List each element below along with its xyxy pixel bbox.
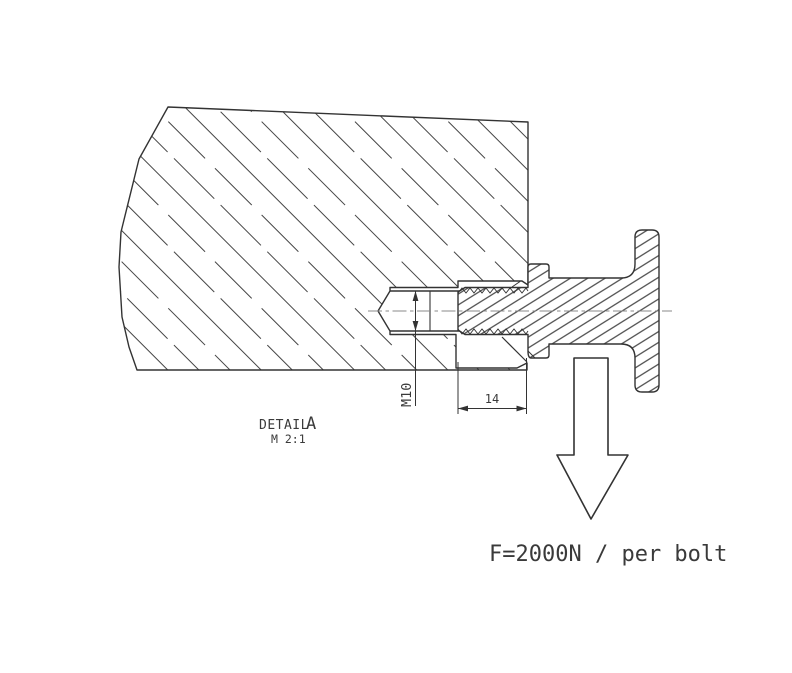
m10-dimension: M10: [399, 291, 419, 407]
dimension-14-label: 14: [485, 392, 499, 406]
collar-chamfer: [527, 350, 536, 359]
detail-letter: A: [306, 414, 316, 434]
m10-arrow-down-icon: [412, 321, 419, 331]
thread-profile-bottom: [457, 328, 529, 335]
detail-label: DETAIL: [259, 418, 309, 433]
thread-profile-top: [457, 287, 529, 294]
detail-scale-label: M 2:1: [271, 432, 306, 446]
detail-title: DETAIL A M 2:1: [259, 414, 316, 446]
slot-top-chamfer: [511, 281, 521, 288]
force-annotation: F=2000N / per bolt: [489, 357, 727, 567]
dim14-arrow-left-icon: [458, 405, 468, 412]
m10-arrow-up-icon: [412, 291, 419, 301]
force-arrow-icon: [556, 357, 629, 520]
block-outline: [118, 106, 529, 371]
force-label: F=2000N / per bolt: [489, 542, 727, 567]
dim14-arrow-right-icon: [516, 405, 527, 412]
base-block-section: [118, 106, 529, 371]
m10-dimension-label: M10: [399, 383, 415, 407]
length-dimension-14: 14: [457, 358, 527, 414]
slot-mouth-chamfer: [501, 336, 528, 363]
